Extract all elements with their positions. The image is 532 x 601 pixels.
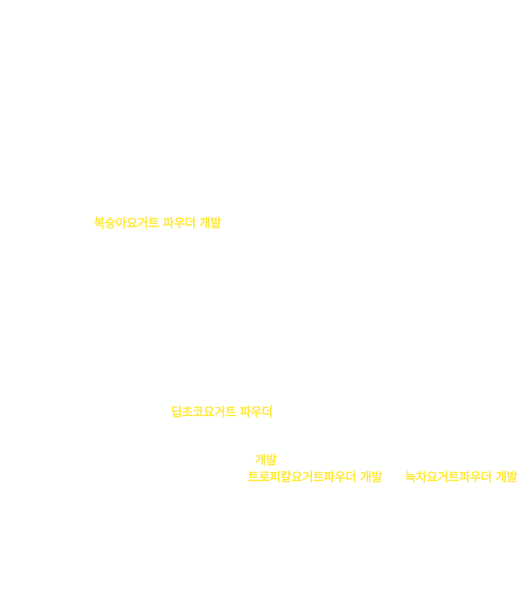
choco-yogurt-label-continued: 개발 (255, 453, 277, 467)
tropical-yogurt-label: 트로피칼요거트파우더 개발 (248, 470, 383, 484)
peach-yogurt-label: 복숭아요거트 파우더 개발 (94, 216, 222, 230)
choco-yogurt-label: 딥초코요거트 파우더 (171, 405, 273, 419)
greentea-yogurt-label: 녹차요거트파우더 개발 (405, 470, 518, 484)
